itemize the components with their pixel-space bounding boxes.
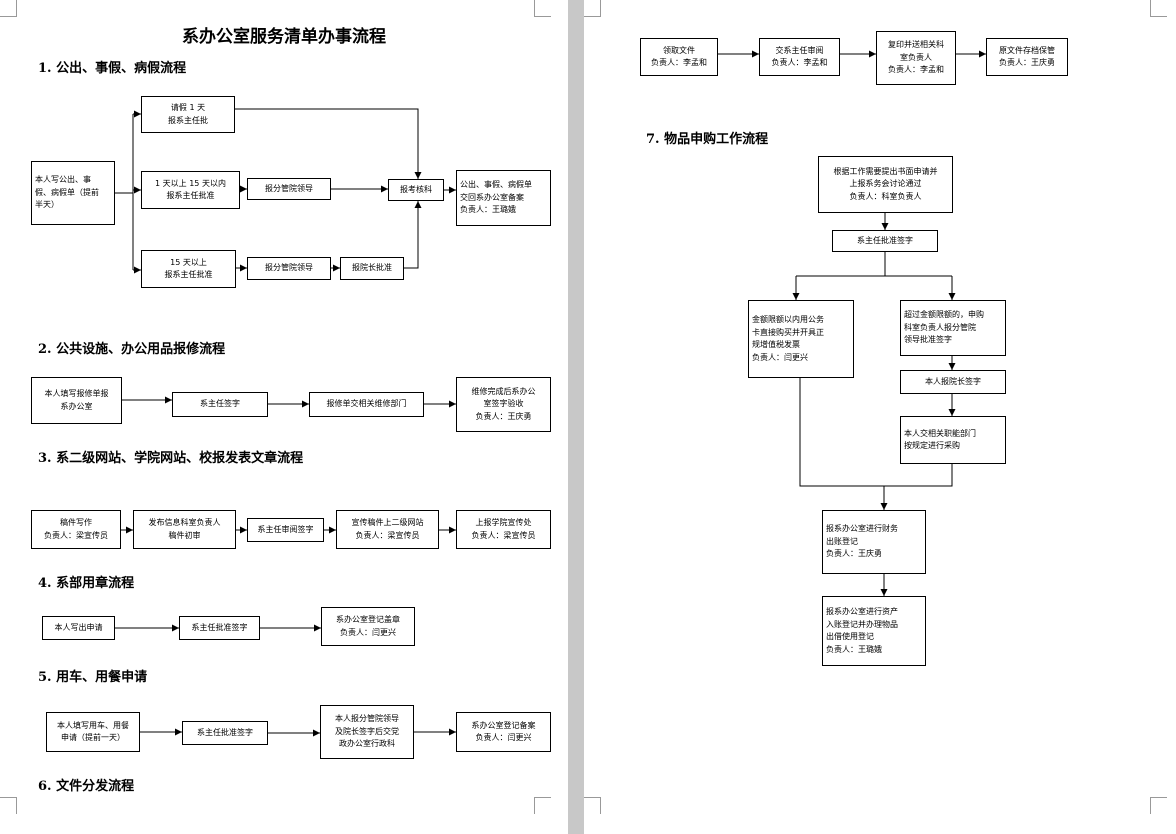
box-leave-apply: 本人写公出、事 假、病假单（提前 半天） bbox=[31, 161, 115, 225]
box-purchase-dean: 本人报院长签字 bbox=[900, 370, 1006, 394]
box-vehicle-leader: 本人报分管院领导 及院长签字后交党 政办公室行政科 bbox=[320, 705, 414, 759]
box-seal-apply: 本人写出申请 bbox=[42, 616, 115, 640]
box-leave-dean: 报院长批准 bbox=[340, 257, 404, 280]
box-leave-one-day: 请假 1 天 报系主任批 bbox=[141, 96, 235, 133]
corner-mark bbox=[534, 797, 551, 814]
page-right bbox=[584, 0, 1176, 834]
heading-leave: 1. 公出、事假、病假流程 bbox=[38, 61, 187, 76]
box-purchase-finance: 报系办公室进行财务 出账登记 负责人：王庆勇 bbox=[822, 510, 926, 574]
box-leave-fifteen-plus: 15 天以上 报系主任批准 bbox=[141, 250, 236, 288]
box-leave-attendance: 报考核科 bbox=[388, 179, 444, 201]
heading-document: 6. 文件分发流程 bbox=[38, 779, 135, 794]
box-repair-sign: 系主任签字 bbox=[172, 392, 268, 417]
corner-mark bbox=[1150, 797, 1167, 814]
box-repair-accept: 维修完成后系办公 室签字验收 负责人：王庆勇 bbox=[456, 377, 551, 432]
box-vehicle-approve: 系主任批准签字 bbox=[182, 721, 268, 745]
document-title: 系办公室服务清单办事流程 bbox=[182, 27, 386, 47]
box-publish-report: 上报学院宣传处 负责人：梁宣传员 bbox=[456, 510, 551, 549]
box-purchase-within: 金额限额以内用公务 卡直接购买并开具正 规增值税发票 负责人：闫更兴 bbox=[748, 300, 854, 378]
box-vehicle-apply: 本人填写用车、用餐 申请（提前一天） bbox=[46, 712, 140, 752]
box-seal-register: 系办公室登记盖章 负责人：闫更兴 bbox=[321, 607, 415, 646]
box-purchase-over: 超过金额限额的，申购 科室负责人报分管院 领导批准签字 bbox=[900, 300, 1006, 356]
box-leave-leader-b: 报分管院领导 bbox=[247, 257, 331, 280]
box-repair-submit: 报修单交相关维修部门 bbox=[309, 392, 424, 417]
box-purchase-asset: 报系办公室进行资产 入账登记并办理物品 出借使用登记 负责人：王璐娥 bbox=[822, 596, 926, 666]
heading-publish: 3. 系二级网站、学院网站、校报发表文章流程 bbox=[38, 451, 304, 466]
box-leave-one-to-fifteen: 1 天以上 15 天以内 报系主任批准 bbox=[141, 171, 240, 209]
box-repair-fill: 本人填写报修单报 系办公室 bbox=[31, 377, 122, 424]
box-publish-approve: 系主任审阅签字 bbox=[247, 518, 324, 542]
heading-seal: 4. 系部用章流程 bbox=[38, 576, 135, 591]
corner-mark bbox=[1150, 0, 1167, 17]
heading-purchase: 7. 物品申购工作流程 bbox=[646, 132, 769, 147]
corner-mark bbox=[0, 0, 17, 17]
corner-mark bbox=[584, 0, 601, 17]
corner-mark bbox=[584, 797, 601, 814]
heading-repair: 2. 公共设施、办公用品报修流程 bbox=[38, 342, 226, 357]
box-doc-review: 交系主任审阅 负责人：李孟和 bbox=[759, 38, 840, 76]
box-purchase-propose: 根据工作需要提出书面申请并 上报系务会讨论通过 负责人：科室负责人 bbox=[818, 156, 953, 213]
box-purchase-submit: 本人交相关职能部门 按规定进行采购 bbox=[900, 416, 1006, 464]
page-gutter bbox=[568, 0, 584, 834]
corner-mark bbox=[534, 0, 551, 17]
box-vehicle-register: 系办公室登记备案 负责人：闫更兴 bbox=[456, 712, 551, 752]
box-publish-write: 稿件写作 负责人：梁宣传员 bbox=[31, 510, 121, 549]
box-publish-upload: 宣传稿件上二级网站 负责人：梁宣传员 bbox=[336, 510, 439, 549]
box-purchase-approve: 系主任批准签字 bbox=[832, 230, 938, 252]
box-doc-keep: 原文件存档保管 负责人：王庆勇 bbox=[986, 38, 1068, 76]
box-leave-leader-a: 报分管院领导 bbox=[247, 178, 331, 200]
box-publish-review: 发布信息科室负责人 稿件初审 bbox=[133, 510, 236, 549]
box-doc-copy: 复印并送相关科 室负责人 负责人：李孟和 bbox=[876, 31, 956, 85]
box-leave-archive: 公出、事假、病假单 交回系办公室备案 负责人：王璐娥 bbox=[456, 170, 551, 226]
box-seal-approve: 系主任批准签字 bbox=[179, 616, 260, 640]
heading-vehicle: 5. 用车、用餐申请 bbox=[38, 670, 148, 685]
corner-mark bbox=[0, 797, 17, 814]
box-doc-receive: 领取文件 负责人：李孟和 bbox=[640, 38, 718, 76]
